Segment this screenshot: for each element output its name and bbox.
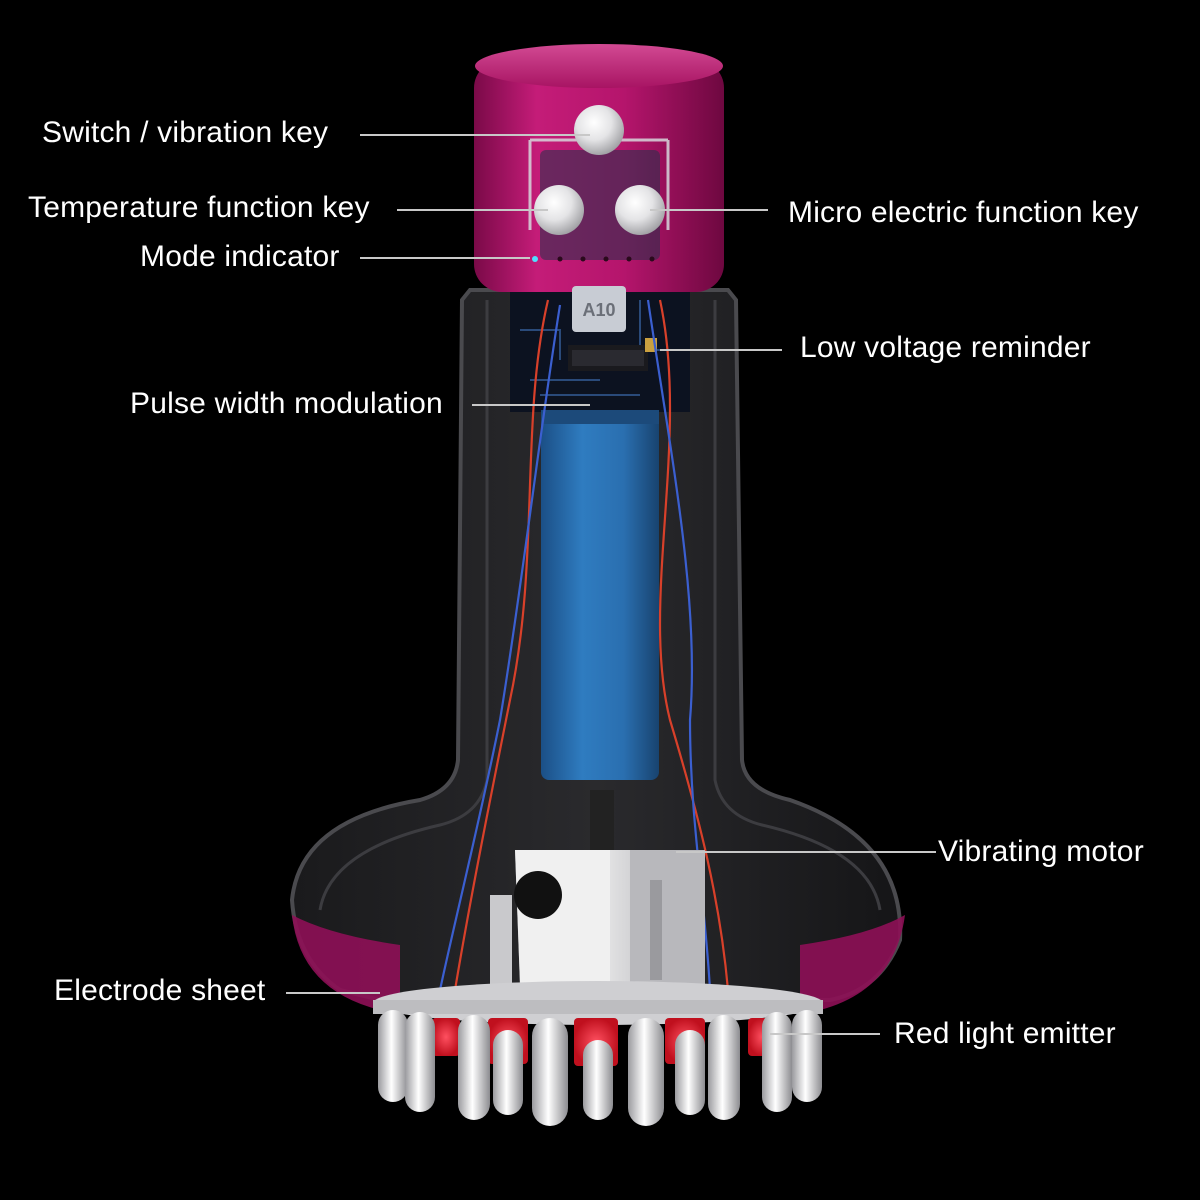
label-switch-vibration-key: Switch / vibration key bbox=[42, 116, 329, 149]
label-temperature-function-key: Temperature function key bbox=[28, 191, 370, 224]
temperature-button-illustration bbox=[534, 185, 584, 235]
label-electrode-sheet: Electrode sheet bbox=[54, 974, 266, 1007]
wires bbox=[438, 299, 730, 991]
label-mode-indicator: Mode indicator bbox=[140, 240, 340, 273]
label-micro-electric-function-key: Micro electric function key bbox=[788, 196, 1139, 229]
chip-marking: A10 bbox=[582, 300, 615, 320]
circuit-board: A10 bbox=[510, 286, 690, 412]
label-red-light-emitter: Red light emitter bbox=[894, 1017, 1116, 1050]
base-plate bbox=[373, 981, 823, 1025]
micro-electric-button-illustration bbox=[615, 185, 665, 235]
label-pulse-width-modulation: Pulse width modulation bbox=[130, 387, 443, 420]
control-cap bbox=[474, 44, 724, 292]
battery bbox=[541, 410, 659, 780]
label-vibrating-motor: Vibrating motor bbox=[938, 835, 1144, 868]
motor-assembly bbox=[490, 790, 705, 985]
leader-lines bbox=[286, 134, 936, 1035]
label-low-voltage-reminder: Low voltage reminder bbox=[800, 331, 1091, 364]
switch-vibration-button-illustration bbox=[574, 105, 624, 155]
